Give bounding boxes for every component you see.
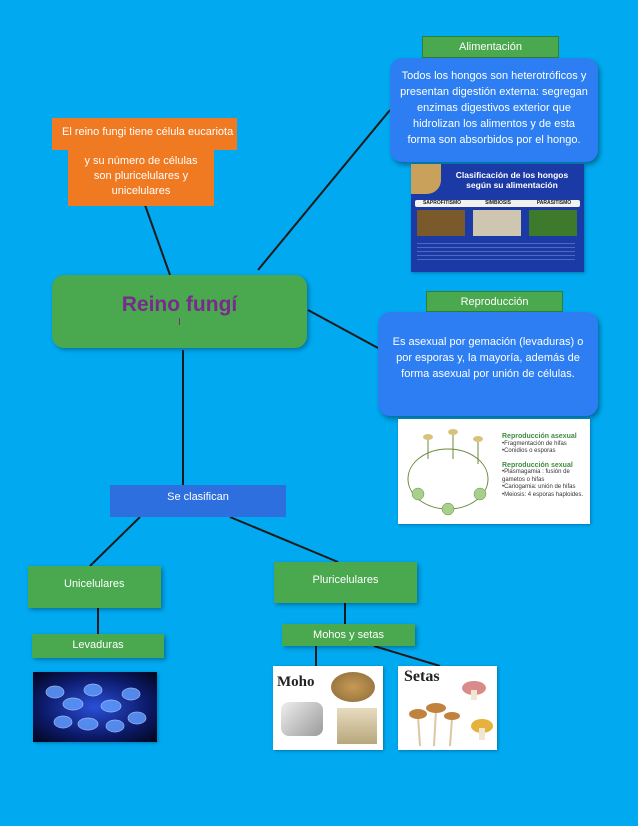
asexual-title: Reproducción asexual [502, 433, 577, 440]
saprofitismo-label: SAPROFITISMO [422, 200, 462, 206]
life-cycle-diagram [407, 429, 489, 516]
sexual-item-2: •Cariogamia: unión de hifas [502, 484, 576, 490]
central-subtitle: I [178, 317, 181, 328]
reproduccion-card: Es asexual por gemación (levaduras) o po… [378, 312, 598, 416]
yeast-photo [33, 672, 157, 742]
setas-label: Setas [404, 668, 440, 685]
pluricelulares-label: Pluricelulares [312, 574, 379, 586]
parasitismo-label: PARASITISMO [536, 200, 572, 206]
mushrooms-icon [409, 681, 493, 747]
saprofitismo-photo [417, 210, 465, 236]
moldy-cloth-icon [281, 702, 323, 736]
central-title: Reino fungí [121, 293, 238, 316]
reproduccion-label: Reproducción [460, 296, 529, 308]
alimentacion-label: Alimentación [459, 41, 522, 53]
reproduccion-tab: Reproducción [426, 291, 563, 312]
levaduras-box: Levaduras [32, 634, 164, 658]
asexual-item-2: •Conidios o esporas [502, 448, 556, 454]
simbiosis-label: SIMBIOSIS [485, 200, 511, 206]
unicelulares-label: Unicelulares [64, 578, 125, 590]
clasifican-box: Se clasifican [110, 485, 286, 517]
moho-photo: Moho [273, 666, 383, 750]
setas-photo: Setas [398, 666, 497, 750]
unicelulares-box: Unicelulares [28, 566, 161, 608]
alimentacion-card: Todos los hongos son heterotróficos y pr… [390, 58, 598, 162]
simbiosis-photo [473, 210, 521, 236]
alimentacion-text: Todos los hongos son heterotróficos y pr… [400, 70, 588, 146]
sexual-item-1: •Plasmagamia : fusión de gametos o hifas [502, 469, 570, 483]
moldy-bread-icon [331, 672, 375, 702]
cell-count-box: y su número de células son pluricelulare… [68, 150, 214, 206]
mushroom-icon [411, 164, 441, 194]
alimentacion-tab: Alimentación [422, 36, 559, 58]
moho-label: Moho [277, 674, 315, 690]
mohos-setas-label: Mohos y setas [313, 629, 384, 641]
moldy-cheese-icon [337, 708, 377, 744]
parasitismo-photo [529, 210, 577, 236]
asexual-item-1: •Fragmentación de hifas [502, 440, 567, 447]
image-title: Clasificación de los hongos según su ali… [455, 170, 569, 190]
intro-line2: y su número de células son pluricelulare… [84, 155, 198, 197]
intro-line1: El reino fungi tiene célula eucariota [62, 126, 234, 138]
mohos-setas-box: Mohos y setas [282, 624, 415, 646]
clasifican-label: Se clasifican [167, 491, 229, 503]
sexual-item-3: •Meiosis: 4 esporas haploides. [502, 491, 584, 498]
central-node: Reino fungí I [52, 275, 307, 348]
reproduccion-text: Es asexual por gemación (levaduras) o po… [392, 336, 584, 380]
sexual-title: Reproducción sexual [502, 461, 573, 469]
reproduction-cycle-image: Reproducción asexual •Fragmentación de h… [398, 419, 590, 524]
intro-box: El reino fungi tiene célula eucariota [52, 118, 237, 150]
yeast-cells [45, 683, 147, 733]
levaduras-label: Levaduras [72, 639, 124, 651]
pluricelulares-box: Pluricelulares [274, 562, 417, 603]
feeding-classification-image: Clasificación de los hongos según su ali… [411, 164, 584, 272]
